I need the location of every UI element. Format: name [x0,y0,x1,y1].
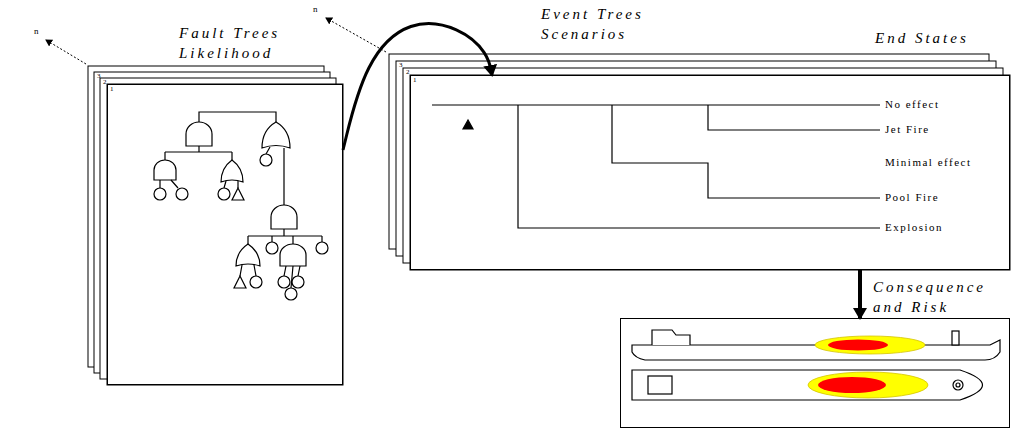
ship-plan-view [632,370,983,400]
ship-plan-view [818,377,886,393]
page-stack [107,84,343,385]
ship-plan-view [632,370,983,400]
stack-arrow [326,18,386,52]
fault-tree [199,112,276,122]
flow-arrow [343,24,492,150]
fault-tree [165,146,232,160]
fault-tree [160,180,178,188]
fault-tree [154,112,328,300]
fault-tree [280,244,306,266]
stack-heading: Fault Trees Likelihood [179,23,319,63]
fault-tree [154,188,166,200]
ship-side-view [952,331,959,345]
stack-heading: Event Trees Scenarios [541,4,681,44]
stack-count: n [34,26,39,37]
ship-plan-view [953,380,963,390]
fault-tree [154,160,176,180]
end-state: Pool Fire [885,191,939,204]
page-number: 1 [110,85,114,94]
end-state: Jet Fire [885,123,930,136]
fault-tree [240,265,300,288]
page-stack [389,54,1010,270]
ship-side-view [632,330,1000,360]
ship-plan-view [808,372,928,398]
event-tree [612,105,880,198]
fault-tree [236,244,260,266]
page-number: 2 [103,78,107,87]
fault-tree [234,276,246,288]
event-tree [463,120,473,129]
fault-tree-page: Fault Trees Likelihood [107,84,343,385]
end-state: Minimal effect [885,156,971,169]
event-tree [432,105,880,228]
fault-tree [266,242,278,254]
ship-side-view [652,330,690,345]
page-number: 1 [413,76,417,85]
end-state: No effect [885,98,940,111]
fault-tree [176,188,188,200]
page-number: 2 [406,68,410,77]
fault-tree [271,205,297,229]
fault-tree [218,188,230,200]
end-state: Explosion [885,221,943,234]
column-heading: End States [875,30,969,47]
page-stack [410,75,1010,270]
event-tree [432,104,880,105]
page-number: 3 [399,61,403,70]
ship-plan-view [956,383,960,387]
stack-heading: Consequence and Risk [873,277,1023,317]
fault-tree [250,276,262,288]
fault-tree [248,229,322,244]
stack-arrow [46,18,386,64]
fault-tree [232,188,244,200]
page-stack [88,66,343,385]
event-tree [518,105,880,228]
fault-tree [285,288,297,300]
event-tree [708,105,880,130]
stack-arrow [46,40,86,64]
page-number: 3 [97,72,101,81]
fault-tree [260,154,272,166]
fault-tree [221,160,243,182]
stack-count: n [313,4,318,15]
fault-tree [316,242,328,254]
ship-side-view [815,336,925,354]
fault-tree [224,181,238,188]
ship-side-view [828,340,888,351]
fault-tree [292,276,304,288]
fault-tree [262,122,290,148]
ship-plan-view [648,376,672,394]
fault-tree [186,122,212,146]
fault-tree [278,276,290,288]
consequence-box: Consequence and Risk [620,318,1010,428]
flow-arrow [858,270,862,318]
